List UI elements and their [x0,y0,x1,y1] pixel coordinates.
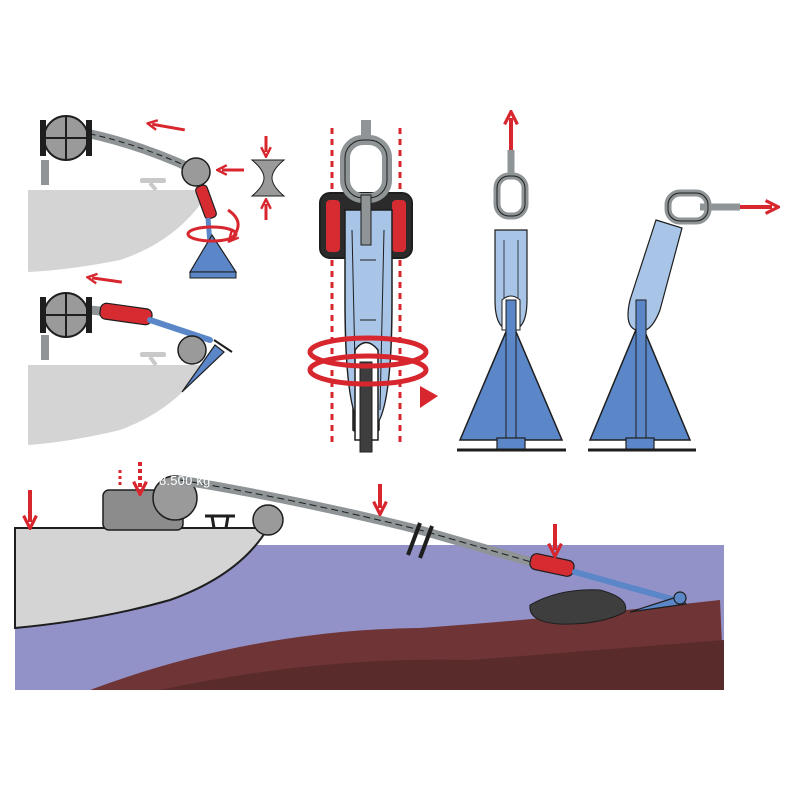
arrow-chain-pull [152,124,186,132]
rotation-arrow-large [307,353,429,387]
hull-top [28,190,210,272]
anchor-fluke-bottom [181,344,225,393]
panel-anchor-upright [457,118,566,452]
deck-cleat [205,514,235,529]
chain-break-mark [406,522,434,559]
load-label: 8.500 kg [159,473,211,488]
swivel-bottom [99,302,153,326]
cleat [140,178,166,183]
hull-main [14,527,270,630]
windlass-gypsy [152,475,198,521]
swivel-top [195,184,217,220]
hull-bottom [28,365,205,445]
panel-stowing-bottom [28,278,233,445]
rock [529,589,627,625]
seabed-front [160,640,724,690]
bow-roller-main [252,504,284,536]
bow-roller-top [181,157,211,187]
panel-anchor-tilted [588,189,772,452]
panel-anchored-scene [14,462,724,690]
anchor-shank-bottom [147,317,213,343]
arrow-retrieve [92,278,123,282]
roller-profile-icon [250,136,286,220]
bow-roller-bottom [177,335,207,365]
panel-swivel-rotation [307,120,438,453]
panel-stowing-top [28,115,286,279]
winch-wheel-top [40,115,92,161]
winch-wheel-bottom [40,292,92,338]
anchor-shank-scene [572,569,678,603]
